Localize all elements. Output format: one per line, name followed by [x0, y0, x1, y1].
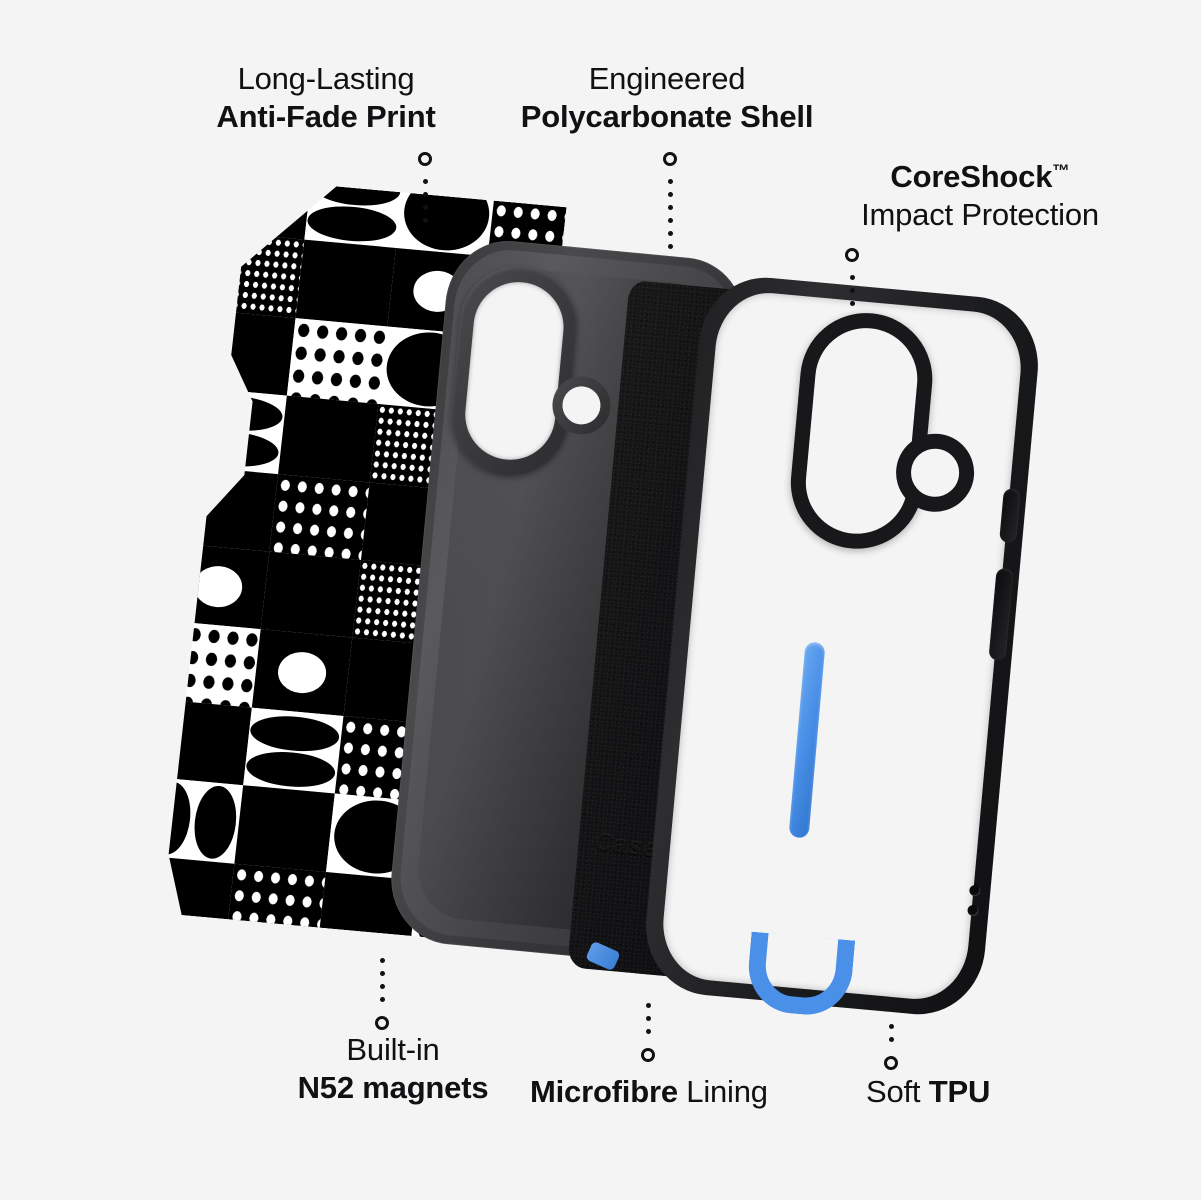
tpu-outer-edge [640, 272, 1044, 1020]
leader-dot [645, 1003, 651, 1008]
leader-dot [379, 971, 385, 976]
power-button-cutout [999, 488, 1021, 544]
leader-dot [667, 231, 673, 236]
trademark-symbol: ™ [1052, 160, 1070, 181]
callout-regular-part: Lining [677, 1074, 768, 1109]
leader-dot [379, 997, 385, 1002]
callout-line-2: Polycarbonate Shell [520, 99, 814, 135]
speaker-holes [964, 884, 982, 931]
shell-flash-cutout [560, 384, 603, 427]
callout-line-1: Built-in [346, 1032, 440, 1067]
shell-camera-cutout [461, 278, 568, 464]
leader-dot [849, 301, 855, 306]
leader-ring [418, 152, 432, 166]
leader-dot [667, 244, 673, 249]
leader-dot [422, 205, 428, 210]
leader-ring [375, 1016, 389, 1030]
embossed-brand-logo: Case [592, 827, 660, 863]
leader-dot [422, 192, 428, 197]
callout-soft-tpu: Soft TPU [866, 1073, 990, 1111]
callout-microfibre-lining: Microfibre Lining [530, 1073, 768, 1111]
callout-line-1: CoreShock™ [836, 158, 1124, 196]
leader-dot [645, 1016, 651, 1021]
leader-dot [667, 205, 673, 210]
leader-ring [884, 1056, 898, 1070]
leader-dot [667, 192, 673, 197]
callout-bold-part: TPU [928, 1074, 991, 1109]
leader-dot [888, 1024, 894, 1029]
callout-n52-magnets: Built-in N52 magnets [281, 1031, 505, 1108]
leader-dot [888, 1037, 894, 1042]
callout-polycarbonate-shell: Engineered Polycarbonate Shell [497, 60, 837, 137]
callout-anti-fade-print: Long-Lasting Anti-Fade Print [203, 60, 449, 137]
callout-line-1: Long-Lasting [237, 61, 415, 96]
leader-dot [422, 218, 428, 223]
callout-regular-part: Soft [866, 1074, 929, 1109]
callout-line-2: Anti-Fade Print [216, 99, 436, 135]
leader-dot [379, 958, 385, 963]
callout-coreshock: CoreShock™ Impact Protection [836, 158, 1124, 235]
leader-dot [667, 179, 673, 184]
leader-coreshock [845, 248, 859, 308]
leader-dot [422, 179, 428, 184]
leader-dot [379, 984, 385, 989]
leader-dot [849, 288, 855, 293]
leader-dot [849, 275, 855, 280]
callout-line-1: Engineered [588, 61, 746, 96]
leader-dot [667, 218, 673, 223]
soft-tpu-frame [640, 272, 1044, 1020]
leader-soft-tpu [884, 1022, 898, 1070]
callout-line-2: Impact Protection [861, 197, 1099, 233]
leader-microfibre-lining [641, 1000, 655, 1062]
leader-polycarbonate-shell [663, 152, 677, 252]
leader-ring [663, 152, 677, 166]
leader-ring [641, 1048, 655, 1062]
callout-line-2: N52 magnets [297, 1070, 489, 1106]
callout-bold-part: Microfibre [530, 1074, 678, 1109]
coreshock-bottom-insert [744, 931, 856, 1019]
leader-ring [845, 248, 859, 262]
leader-n52-magnets [375, 958, 389, 1030]
coreshock-wordmark: CoreShock [890, 159, 1053, 194]
leader-dot [645, 1029, 651, 1034]
leader-anti-fade-print [418, 152, 432, 223]
